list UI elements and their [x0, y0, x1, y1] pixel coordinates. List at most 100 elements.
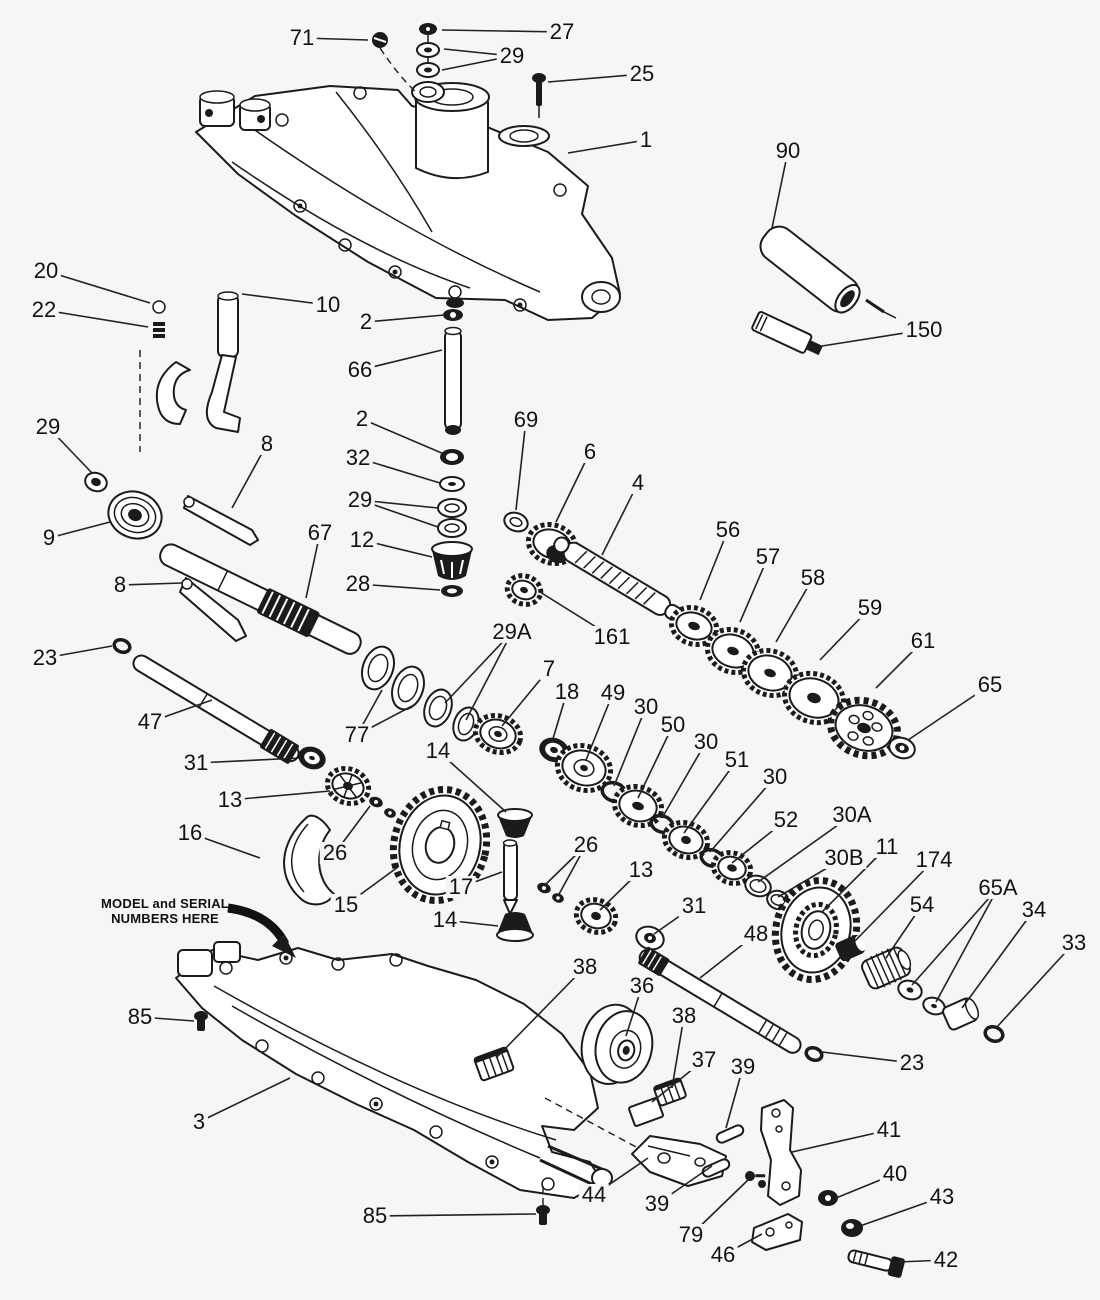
- callout-leader-65A: [935, 887, 999, 1003]
- callout-label-7: 7: [539, 658, 559, 680]
- callout-leader-31: [653, 905, 695, 935]
- callout-label-54: 54: [906, 894, 938, 916]
- callout-label-30B: 30B: [821, 847, 867, 869]
- callout-label-6: 6: [580, 441, 600, 463]
- callout-leader-29: [359, 499, 439, 528]
- callout-leader-161: [539, 591, 613, 638]
- tube-150-drawing: [751, 311, 823, 356]
- callout-label-8: 8: [257, 433, 277, 455]
- callout-label-22: 22: [28, 299, 60, 321]
- callout-leader-30: [709, 776, 776, 853]
- callout-label-50: 50: [657, 714, 689, 736]
- differential-group-drawing: [496, 808, 824, 1063]
- callout-leader-11: [821, 846, 888, 913]
- lower-housing-drawing: [175, 941, 639, 1206]
- callout-leader-77: [356, 689, 383, 736]
- callout-leader-30A: [757, 814, 853, 883]
- callout-leader-28: [357, 583, 441, 591]
- callout-label-23: 23: [896, 1052, 928, 1074]
- callout-label-57: 57: [752, 546, 784, 568]
- callout-leader-40: [835, 1173, 896, 1199]
- callout-leader-41: [791, 1129, 890, 1153]
- callout-leader-67: [305, 532, 321, 599]
- callout-leader-90: [771, 150, 789, 229]
- callout-leader-38: [495, 966, 586, 1059]
- callout-label-30: 30: [690, 731, 722, 753]
- callout-leader-10: [241, 293, 329, 306]
- callout-label-39: 39: [641, 1193, 673, 1215]
- callout-leader-23: [821, 1051, 913, 1064]
- callout-leader-29A: [444, 631, 513, 704]
- callout-label-48: 48: [740, 923, 772, 945]
- top-fasteners-drawing: [372, 23, 546, 118]
- callout-leader-46: [722, 1233, 763, 1256]
- case-bolts-drawing: [194, 1011, 550, 1225]
- callout-leader-29: [443, 48, 513, 57]
- callout-label-38: 38: [569, 956, 601, 978]
- callout-leader-36: [625, 985, 643, 1037]
- callout-label-30: 30: [630, 696, 662, 718]
- callout-label-13: 13: [625, 859, 657, 881]
- callout-label-52: 52: [770, 809, 802, 831]
- model-serial-note-line2: NUMBERS HERE: [111, 911, 219, 926]
- callout-leader-150: [821, 329, 925, 347]
- callout-label-34: 34: [1018, 899, 1050, 921]
- callout-leader-50: [637, 724, 674, 799]
- thrust-washer-set-drawing: [361, 645, 480, 742]
- callout-leader-7: [501, 668, 550, 727]
- callout-label-1: 1: [636, 129, 656, 151]
- callout-label-10: 10: [312, 294, 344, 316]
- callout-leader-8: [119, 582, 183, 586]
- callout-label-47: 47: [134, 711, 166, 733]
- model-serial-note: MODEL and SERIAL NUMBERS HERE: [100, 896, 230, 926]
- callout-label-58: 58: [797, 567, 829, 589]
- callout-leader-29: [441, 55, 513, 71]
- callout-label-40: 40: [879, 1163, 911, 1185]
- callout-leader-79: [690, 1179, 749, 1236]
- input-bevel-gear-drawing: [503, 511, 683, 622]
- callout-leader-42: [897, 1259, 947, 1263]
- callout-label-67: 67: [304, 522, 336, 544]
- callout-leader-38: [671, 1015, 685, 1089]
- callout-leader-30B: [777, 857, 845, 898]
- callout-label-39: 39: [727, 1056, 759, 1078]
- callout-leader-6: [555, 451, 591, 523]
- callout-label-11: 11: [872, 836, 902, 858]
- callout-leader-34: [961, 909, 1035, 1009]
- callout-label-26: 26: [570, 834, 602, 856]
- callout-label-29: 29: [496, 45, 528, 67]
- callout-label-31: 31: [180, 752, 212, 774]
- callout-leader-9: [48, 521, 111, 539]
- callout-leader-23: [44, 645, 113, 659]
- upper-housing-drawing: [195, 47, 621, 321]
- callout-label-29: 29: [344, 489, 376, 511]
- callout-leader-13: [229, 790, 331, 801]
- callout-label-79: 79: [675, 1224, 707, 1246]
- callout-leader-30: [661, 741, 707, 819]
- callout-leader-77: [356, 705, 413, 736]
- callout-label-66: 66: [344, 359, 376, 381]
- callout-leader-29: [359, 499, 439, 509]
- callout-leader-56: [699, 529, 729, 601]
- callout-label-8: 8: [110, 574, 130, 596]
- callout-label-43: 43: [926, 1186, 958, 1208]
- callout-leader-69: [515, 419, 527, 511]
- callout-leader-20: [45, 270, 151, 304]
- callout-leader-58: [775, 577, 814, 643]
- callout-label-14: 14: [429, 909, 461, 931]
- callout-label-44: 44: [578, 1184, 610, 1206]
- callout-label-30A: 30A: [829, 804, 875, 826]
- callout-label-26: 26: [319, 842, 351, 864]
- callout-leader-14: [437, 750, 507, 813]
- callout-leader-26: [543, 844, 587, 887]
- callout-label-30: 30: [759, 766, 791, 788]
- callout-label-46: 46: [707, 1244, 739, 1266]
- callout-leader-54: [885, 904, 923, 959]
- callout-label-29: 29: [32, 416, 64, 438]
- callout-label-37: 37: [688, 1049, 720, 1071]
- callout-leader-37: [651, 1059, 705, 1103]
- callout-label-15: 15: [330, 894, 362, 916]
